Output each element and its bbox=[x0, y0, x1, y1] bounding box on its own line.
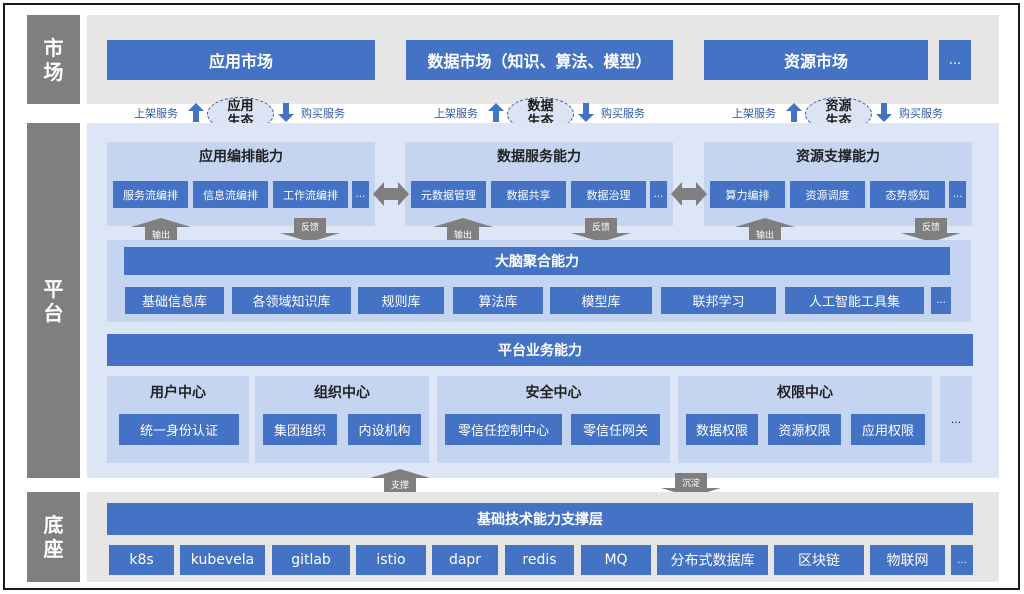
eco-data-list-label: 上架服务 bbox=[434, 107, 478, 120]
market-data[interactable]: 数据市场（知识、算法、模型） bbox=[406, 40, 673, 80]
up-arrow-icon bbox=[488, 103, 504, 122]
base-item[interactable]: redis bbox=[505, 545, 574, 575]
output-label: 输出 bbox=[453, 231, 472, 241]
brain-item[interactable]: 模型库 bbox=[550, 287, 652, 314]
capability-item[interactable]: 服务流编排 bbox=[113, 181, 188, 208]
section-label-platform: 平 台 bbox=[27, 123, 80, 478]
output-label: 输出 bbox=[755, 231, 774, 241]
capability-item[interactable]: 信息流编排 bbox=[193, 181, 268, 208]
base-item[interactable]: k8s bbox=[109, 545, 174, 575]
center-item[interactable]: 应用权限 bbox=[851, 414, 925, 445]
up-arrow-icon bbox=[786, 103, 802, 122]
down-arrow-icon bbox=[278, 103, 294, 122]
eco-resource-buy-label: 购买服务 bbox=[899, 107, 943, 120]
base-item[interactable]: MQ bbox=[581, 545, 651, 575]
down-arrow-icon bbox=[876, 103, 892, 122]
capability-item[interactable]: 算力编排 bbox=[710, 181, 785, 208]
eco-app-buy-label: 购买服务 bbox=[301, 107, 345, 120]
brain-item[interactable]: 规则库 bbox=[358, 287, 444, 314]
outer-frame bbox=[3, 3, 1020, 590]
capability-more[interactable]: ... bbox=[650, 181, 667, 208]
output-label: 输出 bbox=[151, 231, 170, 241]
capability-item[interactable]: 元数据管理 bbox=[411, 181, 486, 208]
section-label-market: 市 场 bbox=[27, 15, 80, 104]
center-item[interactable]: 统一身份认证 bbox=[119, 414, 239, 445]
output-arrow-icon bbox=[735, 218, 795, 242]
capability-item[interactable]: 工作流编排 bbox=[273, 181, 348, 208]
brain-more[interactable]: ... bbox=[931, 287, 951, 314]
center-item[interactable]: 零信任网关 bbox=[571, 414, 660, 445]
center-title: 权限中心 bbox=[777, 385, 833, 401]
capability-item[interactable]: 资源调度 bbox=[790, 181, 865, 208]
base-item[interactable]: kubevela bbox=[180, 545, 265, 575]
capability-title: 应用编排能力 bbox=[199, 149, 283, 165]
brain-title: 大脑聚合能力 bbox=[124, 247, 950, 275]
center-title: 组织中心 bbox=[314, 385, 370, 401]
brain-item[interactable]: 基础信息库 bbox=[125, 287, 224, 314]
center-item[interactable]: 内设机构 bbox=[348, 414, 421, 445]
base-item[interactable]: gitlab bbox=[272, 545, 350, 575]
base-more[interactable]: ... bbox=[951, 545, 973, 575]
feedback-label: 反馈 bbox=[591, 223, 610, 233]
center-title: 用户中心 bbox=[150, 385, 206, 401]
brain-item[interactable]: 联邦学习 bbox=[661, 287, 776, 314]
center-item[interactable]: 数据权限 bbox=[686, 414, 758, 445]
output-arrow-icon bbox=[131, 218, 191, 242]
center-title: 安全中心 bbox=[525, 385, 582, 401]
capability-item[interactable]: 数据共享 bbox=[491, 181, 566, 208]
output-arrow-icon bbox=[433, 218, 493, 242]
feedback-arrow-icon bbox=[901, 218, 961, 242]
business-title: 平台业务能力 bbox=[107, 334, 973, 366]
capability-item[interactable]: 态势感知 bbox=[870, 181, 945, 208]
base-title: 基础技术能力支撑层 bbox=[107, 503, 973, 535]
center-more[interactable]: ... bbox=[940, 376, 972, 463]
double-arrow-icon bbox=[671, 182, 707, 206]
down-arrow-icon bbox=[578, 103, 594, 122]
base-item[interactable]: dapr bbox=[432, 545, 498, 575]
feedback-label: 反馈 bbox=[300, 223, 319, 233]
base-item[interactable]: 区块链 bbox=[774, 545, 864, 575]
capability-more[interactable]: ... bbox=[949, 181, 966, 208]
market-app[interactable]: 应用市场 bbox=[107, 40, 375, 80]
market-resource[interactable]: 资源市场 bbox=[704, 40, 928, 80]
eco-app-list-label: 上架服务 bbox=[134, 107, 178, 120]
settle-arrow-icon bbox=[661, 473, 721, 497]
feedback-arrow-icon bbox=[280, 218, 340, 242]
double-arrow-icon bbox=[373, 182, 409, 206]
up-arrow-icon bbox=[188, 103, 204, 122]
capability-title: 数据服务能力 bbox=[497, 149, 581, 165]
capability-title: 资源支撑能力 bbox=[796, 149, 880, 165]
feedback-label: 反馈 bbox=[921, 223, 940, 233]
center-item[interactable]: 零信任控制中心 bbox=[445, 414, 562, 445]
eco-resource-list-label: 上架服务 bbox=[732, 107, 776, 120]
feedback-arrow-icon bbox=[571, 218, 631, 242]
capability-item[interactable]: 数据治理 bbox=[571, 181, 646, 208]
center-item[interactable]: 资源权限 bbox=[768, 414, 841, 445]
support-arrow-icon bbox=[370, 469, 430, 493]
brain-item[interactable]: 各领域知识库 bbox=[232, 287, 351, 314]
settle-label: 沉淀 bbox=[681, 479, 700, 489]
base-item[interactable]: istio bbox=[356, 545, 426, 575]
market-more[interactable]: ... bbox=[939, 40, 971, 80]
brain-item[interactable]: 算法库 bbox=[453, 287, 543, 314]
support-label: 支撑 bbox=[390, 481, 409, 491]
eco-data-buy-label: 购买服务 bbox=[601, 107, 645, 120]
center-item[interactable]: 集团组织 bbox=[263, 414, 337, 445]
section-label-base: 底 座 bbox=[27, 492, 80, 582]
base-item[interactable]: 分布式数据库 bbox=[657, 545, 768, 575]
capability-more[interactable]: ... bbox=[352, 181, 369, 208]
base-item[interactable]: 物联网 bbox=[870, 545, 945, 575]
brain-item[interactable]: 人工智能工具集 bbox=[785, 287, 924, 314]
